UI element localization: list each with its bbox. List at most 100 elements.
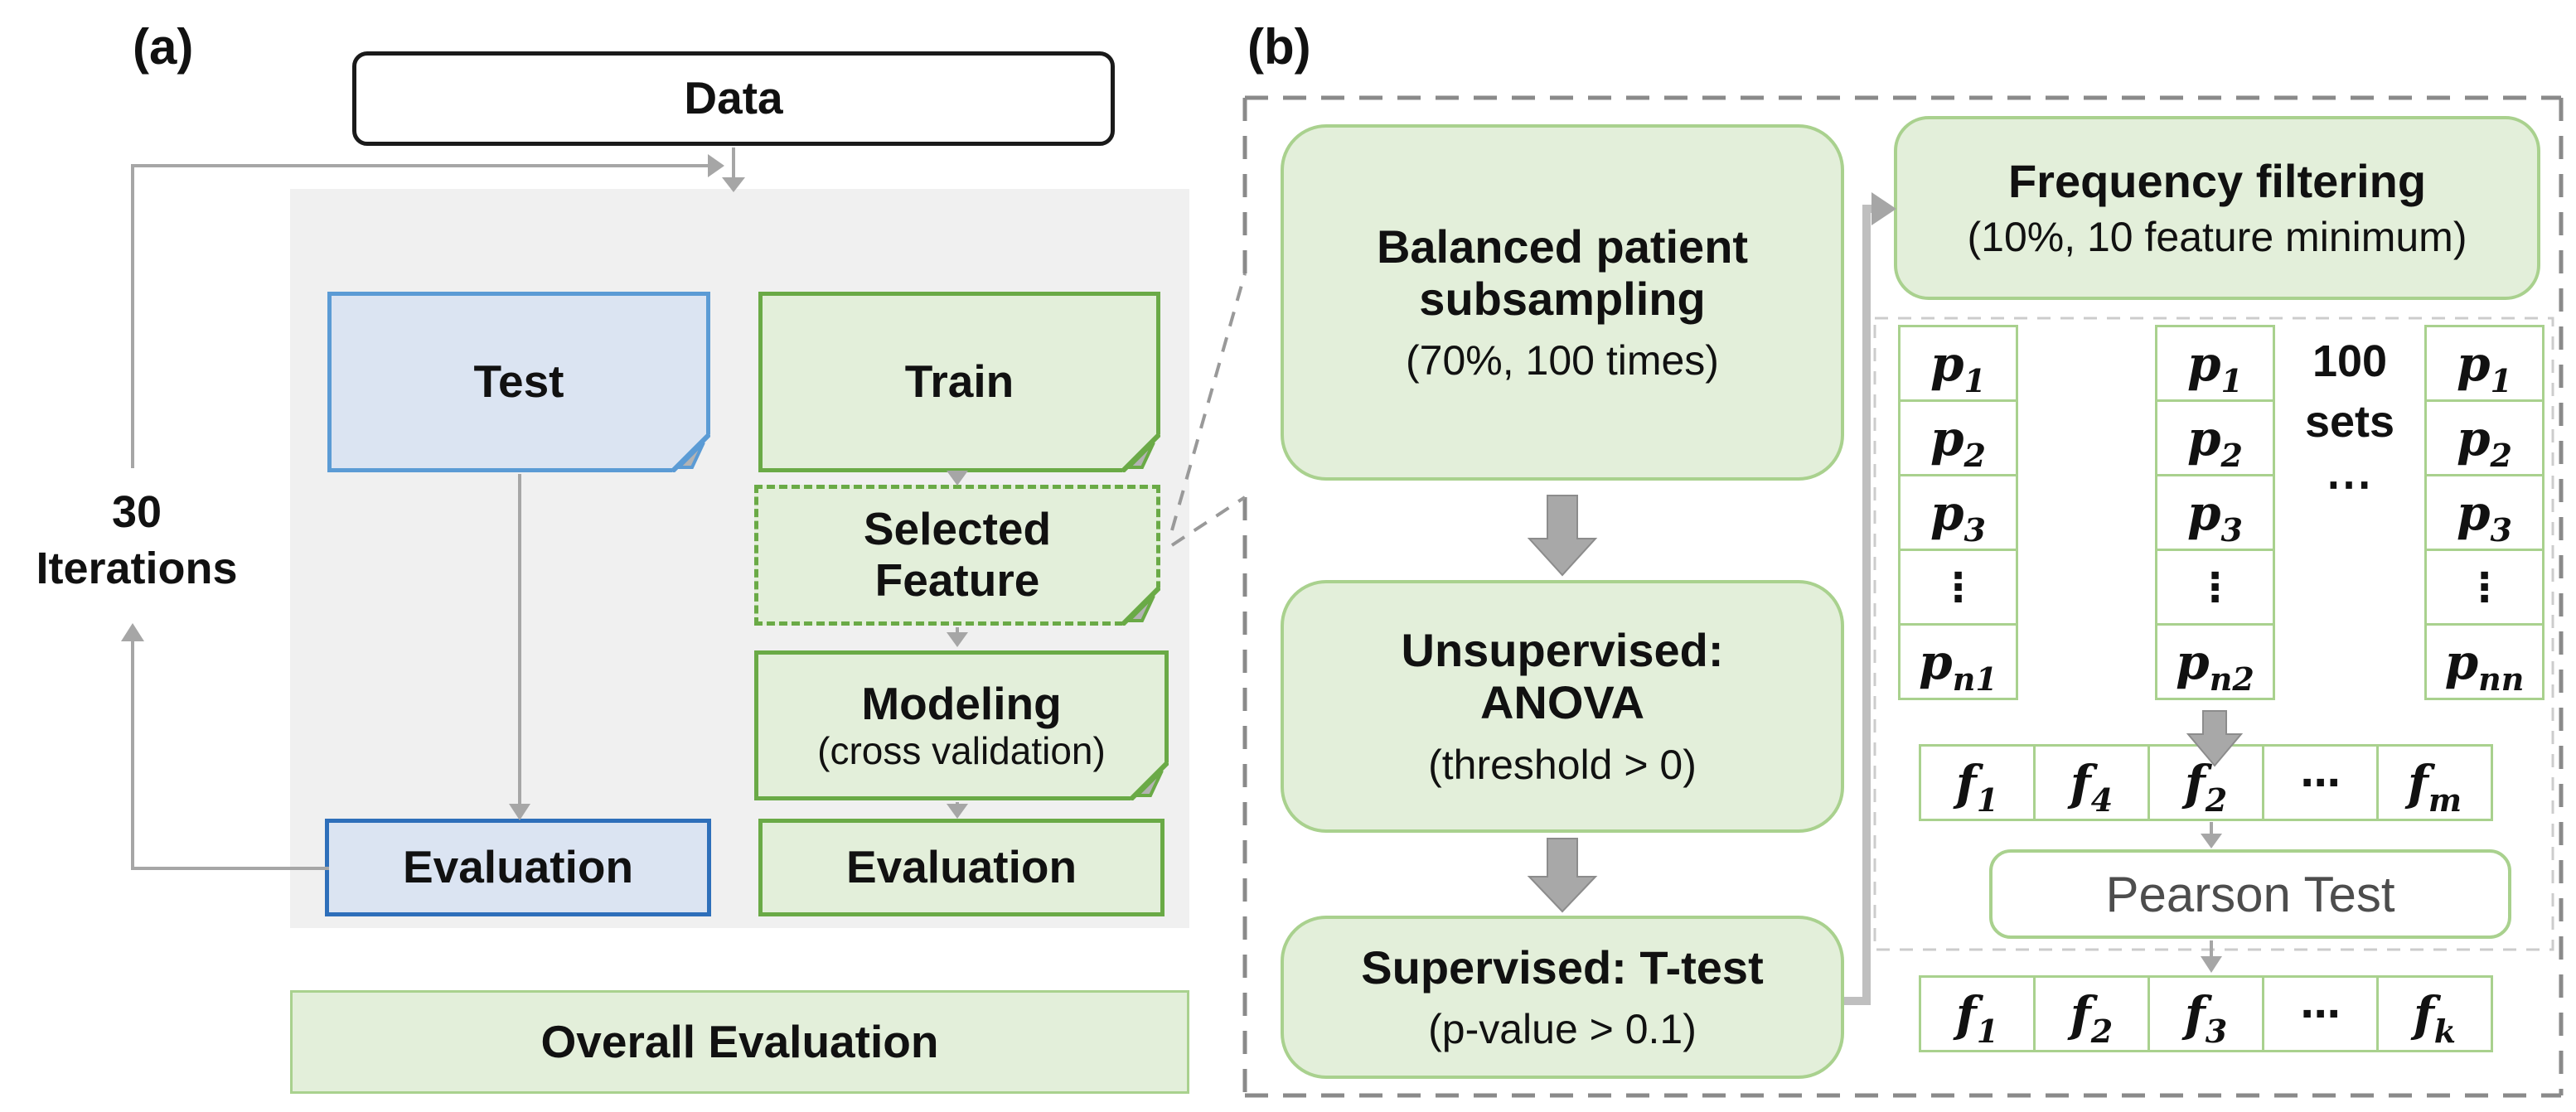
balanced-line2: subsampling (1419, 272, 1706, 325)
matrix-cell-label: pn2 (2176, 633, 2254, 698)
matrix-cell-label: p1 (2456, 335, 2512, 399)
sets-ellipsis: ⋯ (2326, 457, 2374, 510)
supervised-line1: Supervised: T-test (1361, 940, 1764, 994)
matrix-cell: p2 (2155, 399, 2275, 476)
matrix-cell-label: pn1 (1919, 633, 1997, 698)
matrix-cell-label: f2 (2184, 754, 2228, 819)
modeling-box: Modeling (cross validation) (754, 650, 1169, 800)
supervised-to-frequency-arrowhead (1871, 192, 1896, 225)
matrix-cell-label: f4 (2070, 754, 2114, 819)
matrix-cell: p2 (2424, 399, 2545, 476)
unsupervised-line2: ANOVA (1479, 676, 1645, 728)
test-box: Test (327, 292, 710, 472)
loop-up-arrowhead (121, 623, 144, 641)
frequency-filtering-box: Frequency filtering (10%, 10 feature min… (1894, 116, 2540, 300)
evaluation-train-label: Evaluation (845, 841, 1077, 893)
matrix-cell-label: ⋮ (2464, 563, 2505, 611)
test-box-label: Test (473, 355, 564, 408)
unsupervised-line1: Unsupervised: (1401, 624, 1724, 677)
unsupervised-anova-box: Unsupervised: ANOVA (threshold > 0) (1281, 580, 1844, 833)
supervised-ttest-box: Supervised: T-test (p-value > 0.1) (1281, 916, 1844, 1079)
iterations-count: 30 (111, 487, 162, 537)
matrix-cell-label: ⋯ (2300, 990, 2341, 1037)
sets-word: sets (2304, 396, 2395, 447)
matrix-cell-label: pnn (2444, 633, 2525, 698)
matrix-cell-label: p2 (2456, 409, 2512, 474)
supervised-subtitle: (p-value > 0.1) (1428, 1006, 1697, 1053)
selected-feature-line2: Feature (874, 554, 1040, 606)
balanced-to-unsupervised-block-arrow (1527, 495, 1598, 577)
matrix-cell-label: p1 (1930, 335, 1986, 399)
overall-evaluation-box: Overall Evaluation (290, 990, 1189, 1094)
matrix-cell: ⋯ (2262, 975, 2379, 1052)
evaluation-train-box: Evaluation (758, 819, 1165, 916)
matrix-cell: ⋮ (1898, 549, 2018, 626)
matrix-cell: p3 (2155, 474, 2275, 551)
matrix-cell: p1 (2424, 325, 2545, 402)
matrix-cell-label: f1 (1955, 985, 1999, 1050)
data-box-label: Data (684, 72, 783, 124)
evaluation-test-label: Evaluation (402, 841, 634, 893)
sets-count: 100 (2312, 336, 2388, 386)
matrix-cell-label: ⋯ (2300, 759, 2341, 806)
patient-column-3: p1 p2 p3 ⋮ pnn (2424, 325, 2545, 700)
balanced-line1: Balanced patient (1376, 220, 1749, 273)
folded-corner-icon (1122, 587, 1160, 626)
selected-feature-box: Selected Feature (754, 485, 1160, 626)
matrix-cell: f4 (2033, 744, 2150, 821)
evaluation-test-box: Evaluation (325, 819, 711, 916)
modeling-title: Modeling (861, 678, 1062, 730)
modeling-subtitle: (cross validation) (817, 729, 1106, 772)
matrix-cell-label: fk (2413, 985, 2457, 1050)
matrix-cell-label: p3 (2456, 484, 2512, 549)
matrix-cell-label: f3 (2184, 985, 2228, 1050)
train-box-label: Train (904, 355, 1014, 408)
unsupervised-subtitle: (threshold > 0) (1428, 741, 1697, 788)
matrix-cell: pn2 (2155, 623, 2275, 700)
panel-b-label: (b) (1247, 19, 1311, 75)
matrix-cell-label: ⋮ (2195, 563, 2235, 611)
matrix-cell: p2 (1898, 399, 2018, 476)
matrix-cell: f1 (1919, 744, 2036, 821)
frequency-subtitle: (10%, 10 feature minimum) (1967, 213, 2467, 260)
train-box: Train (758, 292, 1160, 472)
featurerow-to-pearson-arrowhead (2201, 834, 2222, 849)
matrix-cell: p3 (1898, 474, 2018, 551)
feature-row-filtered: f1 f4 f2 ⋯ fm (1919, 744, 2493, 821)
unsupervised-to-supervised-block-arrow (1527, 838, 1598, 913)
data-box: Data (352, 51, 1115, 146)
matrix-cell: ⋯ (2262, 744, 2379, 821)
matrix-cell-label: f1 (1955, 754, 1999, 819)
matrix-cell: ⋮ (2424, 549, 2545, 626)
matrix-cell-label: p2 (2186, 409, 2243, 474)
matrix-cell-label: ⋮ (1938, 563, 1978, 611)
matrix-cell-label: p1 (2186, 335, 2243, 399)
matrix-cell-label: p3 (2186, 484, 2243, 549)
matrix-cell: p3 (2424, 474, 2545, 551)
pearson-test-box: Pearson Test (1989, 849, 2511, 939)
supervised-to-frequency-connector (1844, 205, 1873, 1005)
panel-a-label: (a) (133, 19, 194, 75)
matrix-cell: pn1 (1898, 623, 2018, 700)
matrix-cell: pnn (2424, 623, 2545, 700)
balanced-subsampling-box: Balanced patient subsampling (70%, 100 t… (1281, 124, 1844, 481)
matrix-cell: f2 (2033, 975, 2150, 1052)
matrix-cell: f2 (2147, 744, 2264, 821)
matrix-cell: fk (2376, 975, 2493, 1052)
folded-corner-icon (1122, 434, 1160, 472)
folded-corner-icon (672, 434, 710, 472)
matrix-cell: p1 (1898, 325, 2018, 402)
matrix-cell: p1 (2155, 325, 2275, 402)
patient-column-2: p1 p2 p3 ⋮ pn2 (2155, 325, 2275, 700)
loop-right-arrowhead (708, 154, 724, 177)
pearson-to-finalrow-arrowhead (2201, 956, 2222, 973)
matrix-cell: f1 (1919, 975, 2036, 1052)
frequency-line1: Frequency filtering (2007, 155, 2427, 208)
matrix-cell-label: fm (2407, 754, 2462, 819)
hundred-sets-label: 100 sets ⋯ (2279, 331, 2420, 515)
iterations-label: 30 Iterations (8, 485, 265, 597)
iterations-word: Iterations (36, 543, 238, 593)
selected-feature-line1: Selected (863, 503, 1052, 555)
